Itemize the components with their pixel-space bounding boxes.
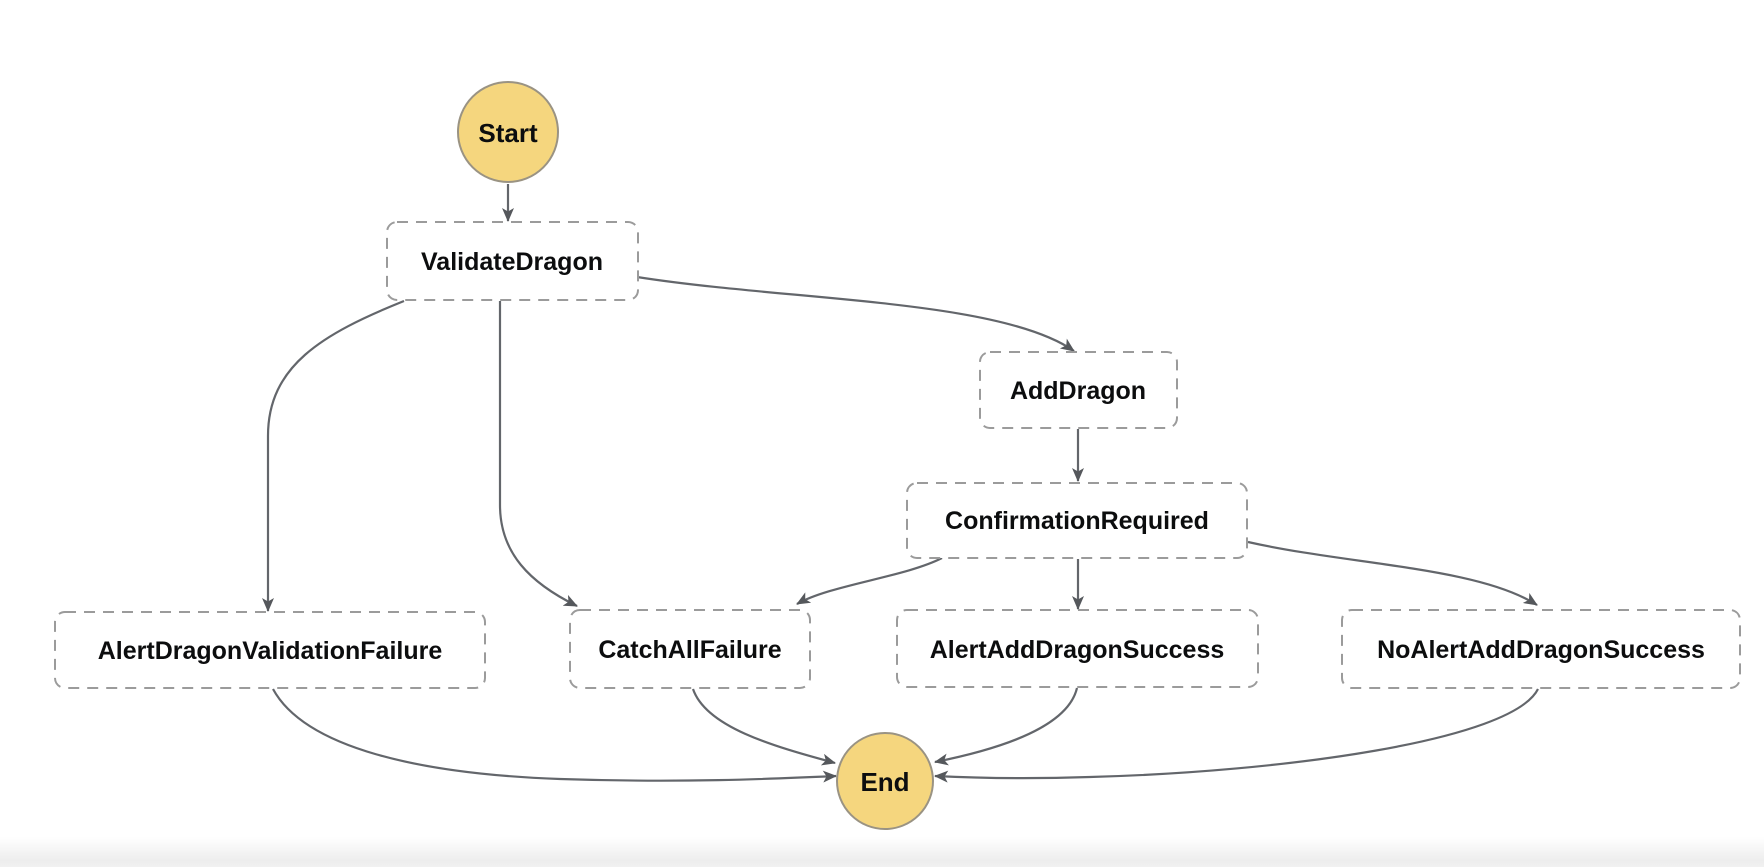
catch-all-failure-box[interactable]: [569, 609, 811, 689]
start-label: Start: [478, 118, 538, 148]
node-add-dragon[interactable]: AddDragon: [979, 351, 1178, 429]
node-layer: Start ValidateDragon AddDragon Confirmat…: [54, 81, 1741, 830]
edge-alertadddragonsuccess-to-end: [934, 687, 1079, 766]
confirmation-required-label: ConfirmationRequired: [945, 507, 1209, 535]
end-circle[interactable]: [836, 732, 934, 830]
validate-dragon-box[interactable]: [386, 221, 639, 301]
edge-confirmationrequired-to-noalertadddragonsuccess: [1247, 540, 1538, 606]
edge-validatedragon-to-alertdragonvalidationfailure: [262, 299, 405, 612]
confirmation-required-box[interactable]: [906, 482, 1248, 559]
start-circle[interactable]: [457, 81, 559, 183]
add-dragon-label: AddDragon: [1010, 377, 1146, 405]
node-validate-dragon[interactable]: ValidateDragon: [386, 221, 639, 301]
node-alert-dragon-validation-failure[interactable]: AlertDragonValidationFailure: [54, 611, 486, 689]
node-no-alert-add-dragon-success[interactable]: NoAlertAddDragonSuccess: [1341, 609, 1741, 689]
end-label: End: [860, 767, 909, 797]
edge-confirmationrequired-to-catchallfailure: [796, 557, 943, 605]
node-confirmation-required[interactable]: ConfirmationRequired: [906, 482, 1248, 559]
alert-add-dragon-success-box[interactable]: [896, 609, 1259, 688]
no-alert-add-dragon-success-box[interactable]: [1341, 609, 1741, 689]
node-end[interactable]: End: [836, 732, 934, 830]
catch-all-failure-label: CatchAllFailure: [598, 636, 781, 664]
edge-noalertadddragonsuccess-to-end: [934, 688, 1539, 783]
node-catch-all-failure[interactable]: CatchAllFailure: [569, 609, 811, 689]
alert-dragon-validation-failure-label: AlertDragonValidationFailure: [98, 637, 443, 665]
no-alert-add-dragon-success-label: NoAlertAddDragonSuccess: [1377, 636, 1705, 664]
alert-add-dragon-success-label: AlertAddDragonSuccess: [930, 636, 1225, 664]
edge-validatedragon-to-adddragon: [636, 275, 1075, 352]
alert-dragon-validation-failure-box[interactable]: [54, 611, 486, 689]
validate-dragon-label: ValidateDragon: [421, 248, 603, 276]
add-dragon-box[interactable]: [979, 351, 1178, 429]
node-start[interactable]: Start: [457, 81, 559, 183]
edge-alertdragonvalidationfailure-to-end: [272, 688, 837, 783]
edge-catchallfailure-to-end: [691, 688, 836, 766]
edge-layer: [262, 184, 1539, 783]
edge-validatedragon-to-catchallfailure: [498, 301, 578, 607]
node-alert-add-dragon-success[interactable]: AlertAddDragonSuccess: [896, 609, 1259, 688]
